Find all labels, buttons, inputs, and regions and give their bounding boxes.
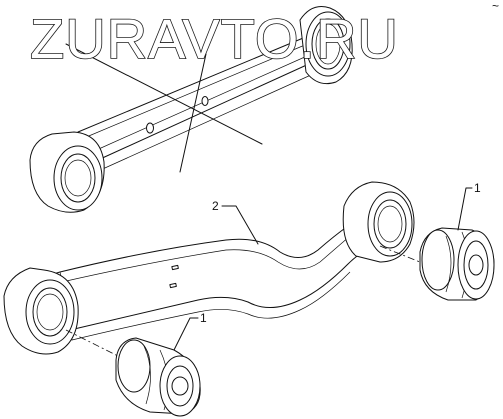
rod-hole-1 xyxy=(146,122,154,134)
center-line-lower xyxy=(65,329,119,357)
bushing-right xyxy=(419,227,495,301)
arm-slot-2 xyxy=(169,282,177,289)
rod-right-eye xyxy=(299,6,353,85)
straight-rod-assembly xyxy=(29,6,353,213)
watermark-text: ZURAVTO.RU xyxy=(30,7,399,70)
callout-bushing-right: 1 xyxy=(474,181,481,195)
bushing-lower xyxy=(115,337,201,417)
callout-bushing-lower: 1 xyxy=(200,311,207,325)
arm-right-eye xyxy=(342,181,415,263)
rod-left-eye xyxy=(29,131,105,213)
arm-slot-1 xyxy=(171,264,179,271)
leader-arm xyxy=(221,205,259,245)
crossout-line-1 xyxy=(65,43,263,145)
rod-hole-2 xyxy=(201,96,209,106)
crossout-line-2 xyxy=(179,53,207,173)
center-line-right xyxy=(379,245,421,263)
leader-bushing-lower xyxy=(173,317,199,351)
arm-left-eye xyxy=(3,267,79,355)
curved-arm-assembly xyxy=(3,181,415,355)
curved-arm-body xyxy=(39,225,383,331)
corner-mark: ~ xyxy=(492,0,499,13)
callout-arm: 2 xyxy=(212,199,219,213)
leader-bushing-right xyxy=(457,187,473,231)
